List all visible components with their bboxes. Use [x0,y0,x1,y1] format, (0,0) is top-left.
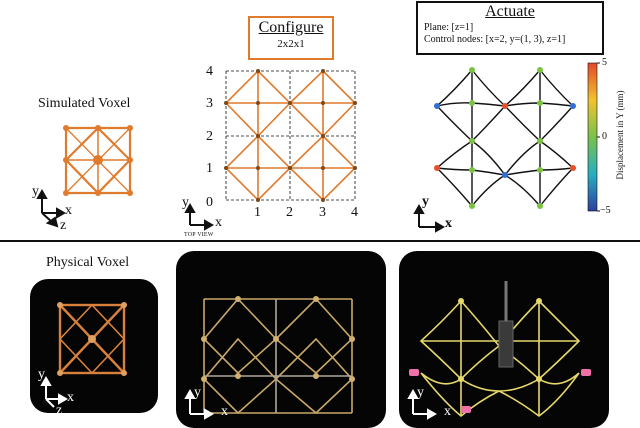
act-phys-axis-y: y [417,385,424,400]
axis-y-label: y [32,184,39,199]
y-tick-4: 4 [206,64,213,79]
y-tick-3: 3 [206,96,213,111]
x-tick-3: 3 [319,205,326,220]
colorbar-label: Displacement in Y (mm) [615,90,625,180]
x-tick-4: 4 [351,205,358,220]
physical-lattice-photo [176,251,386,428]
phys-axis-z: z [56,403,63,418]
configure-size: 2x2x1 [277,38,305,50]
x-tick-2: 2 [286,205,293,220]
x-tick-1: 1 [254,205,261,220]
y-tick-2: 2 [206,129,213,144]
configure-title: Configure [258,19,324,36]
physical-voxel-photo [30,279,158,413]
colorbar-tick-neg5: −5 [600,205,611,216]
actuate-control-nodes: Control nodes: [x=2, y=(1, 3), z=1] [424,34,566,45]
configure-box: Configure 2x2x1 [248,16,334,60]
config-axis-x: x [215,215,222,230]
section-divider [0,240,640,242]
config-axis-y: y [182,195,189,210]
origin-tick: 0 [206,195,213,210]
actuate-axis-y: y [422,194,429,209]
actuated-lattice-photo [399,251,609,428]
axis-x-label: x [65,203,72,218]
lattice-axis-y: y [194,385,201,400]
axis-z-label: z [60,218,67,233]
colorbar-tick-5: 5 [602,57,607,68]
actuate-plane: Plane: [z=1] [424,22,474,33]
lattice-axis-x: x [221,404,228,419]
phys-axis-x: x [67,390,74,405]
actuate-box: Actuate Plane: [z=1] Control nodes: [x=2… [416,1,604,55]
colorbar-tick-0: 0 [602,131,607,142]
simulated-voxel-label: Simulated Voxel [38,96,131,111]
act-phys-axis-x: x [444,404,451,419]
physical-voxel-label: Physical Voxel [46,255,130,270]
actuate-title: Actuate [485,3,535,20]
y-tick-1: 1 [206,161,213,176]
actuate-axis-x: x [445,216,452,231]
phys-axis-y: y [38,367,45,382]
top-view-label: TOP VIEW [184,232,214,238]
